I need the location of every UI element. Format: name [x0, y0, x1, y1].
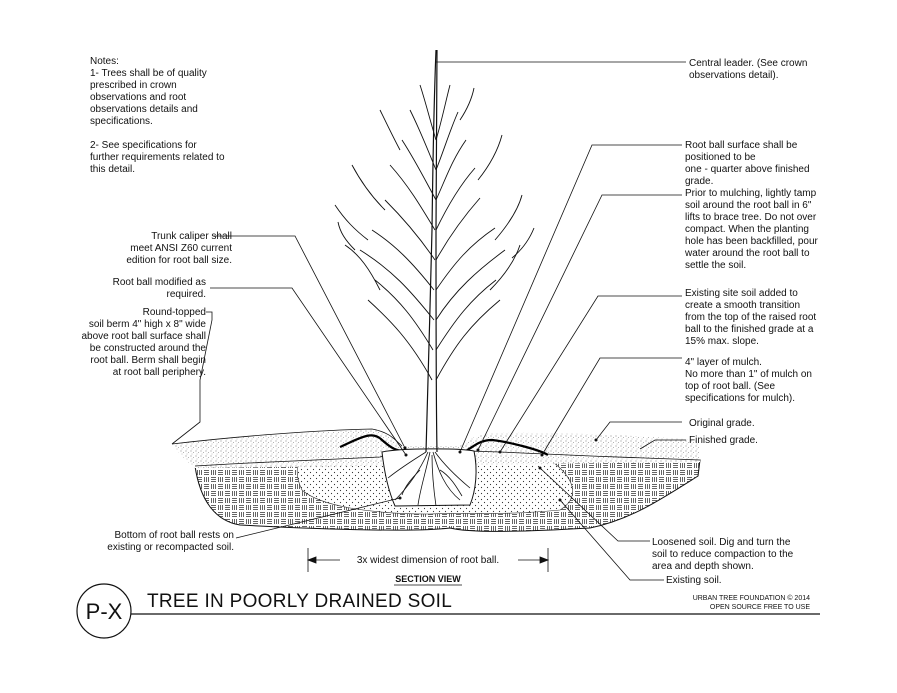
callout-trunk-caliper-line: Trunk caliper shall: [151, 231, 232, 242]
notes-text-line: 1- Trees shall be of quality: [90, 68, 207, 79]
credit-line-1: URBAN TREE FOUNDATION © 2014: [693, 594, 810, 602]
callout-central-leader-line: Central leader. (See crown: [689, 58, 807, 69]
tree-trunk: [425, 49, 438, 453]
finished-grade-line: [194, 450, 701, 467]
notes-text-line: prescribed in crown: [90, 80, 177, 91]
notes-heading: Notes:: [90, 56, 119, 67]
callout-existing-site-soil-line: 15% max. slope.: [685, 336, 759, 347]
section-view-label: SECTION VIEW: [395, 574, 461, 584]
callout-soil-berm-line: soil berm 4" high x 8" wide: [89, 319, 207, 330]
detail-tag-circle: [76, 583, 132, 639]
callout-finished-grade-line: Finished grade.: [689, 435, 758, 446]
notes-text-line: 2- See specifications for: [90, 140, 197, 151]
callout-existing-site-soil-line: ball to the finished grade at a: [685, 324, 814, 335]
callout-mulch: 4" layer of mulch.No more than 1" of mul…: [685, 357, 812, 404]
callout-root-ball-surface-line: hole has been backfilled, pour: [685, 236, 819, 247]
callout-root-ball-surface-line: lifts to brace tree. Do not over: [685, 212, 817, 223]
drawing-title: TREE IN POORLY DRAINED SOIL: [147, 591, 452, 612]
callout-root-ball-modified-line: Root ball modified as: [113, 277, 206, 288]
callout-existing-site-soil-line: create a smooth transition: [685, 300, 800, 311]
detail-tag: P-X: [86, 599, 123, 624]
original-grade-line: [171, 428, 403, 447]
callout-loosened-soil-line: Loosened soil. Dig and turn the: [652, 537, 791, 548]
callout-root-ball-surface-line: settle the soil.: [685, 260, 746, 271]
callout-root-ball-modified-line: required.: [167, 289, 206, 300]
callout-mulch-line: specifications for mulch).: [685, 393, 795, 404]
callout-existing-soil-line: Existing soil.: [666, 575, 722, 586]
callout-mulch-line: No more than 1" of mulch on: [685, 369, 812, 380]
leader-lines: [171, 61, 686, 581]
callout-mulch-line: top of root ball. (See: [685, 381, 775, 392]
leader-arrowheads: [398, 438, 598, 502]
callout-finished-grade: Finished grade.: [689, 435, 758, 446]
callout-original-grade: Original grade.: [689, 418, 755, 429]
callout-root-ball-surface-line: water around the root ball to: [684, 248, 810, 259]
callout-root-ball-surface-line: Root ball surface shall be: [685, 140, 798, 151]
callout-root-ball-surface-line: soil around the root ball in 6": [685, 200, 812, 211]
callout-loosened-soil-line: soil to reduce compaction to the: [652, 549, 794, 560]
callout-soil-berm-line: above root ball surface shall: [81, 331, 206, 342]
callout-root-ball-bottom-line: existing or recompacted soil.: [107, 542, 234, 553]
callout-existing-soil: Existing soil.: [666, 575, 722, 586]
roots: [387, 451, 471, 507]
callout-soil-berm-line: root ball. Berm shall begin: [90, 355, 206, 366]
root-ball: [381, 448, 477, 507]
dimension-line: [306, 548, 550, 572]
notes-heading-line: Notes:: [90, 56, 119, 67]
credit-line-2: OPEN SOURCE FREE TO USE: [710, 604, 810, 611]
callout-soil-berm-line: Round-topped: [143, 307, 206, 318]
callout-root-ball-surface-line: one - quarter above finished: [685, 164, 810, 175]
callout-root-ball-surface-line: positioned to be: [685, 152, 756, 163]
notes-text-line: specifications.: [90, 116, 153, 127]
notes-text-line: observations details and: [90, 104, 198, 115]
callout-root-ball-surface-line: compact. When the planting: [685, 224, 809, 235]
notes-text-line: observations and root: [90, 92, 186, 103]
callout-trunk-caliper-line: edition for root ball size.: [126, 255, 232, 266]
callout-existing-site-soil-line: from the top of the raised root: [685, 312, 816, 323]
callout-original-grade-line: Original grade.: [689, 418, 755, 429]
callout-soil-berm-line: at root ball periphery.: [113, 367, 206, 378]
callout-soil-berm-line: be constructed around the: [90, 343, 207, 354]
callout-central-leader-line: observations detail).: [689, 70, 779, 81]
dimension-label: 3x widest dimension of root ball.: [357, 555, 499, 566]
callout-trunk-caliper-line: meet ANSI Z60 current: [130, 243, 232, 254]
callout-existing-site-soil-line: Existing site soil added to: [685, 288, 798, 299]
tree-crown: [334, 84, 535, 381]
notes-text-line: this detail.: [90, 164, 135, 175]
callout-root-ball-surface-line: grade.: [685, 176, 713, 187]
notes-text-line: further requirements related to: [90, 152, 225, 163]
callout-root-ball-surface-line: Prior to mulching, lightly tamp: [685, 188, 817, 199]
callout-mulch-line: 4" layer of mulch.: [685, 357, 762, 368]
callout-root-ball-bottom-line: Bottom of root ball rests on: [114, 530, 234, 541]
callout-loosened-soil-line: area and depth shown.: [652, 561, 754, 572]
